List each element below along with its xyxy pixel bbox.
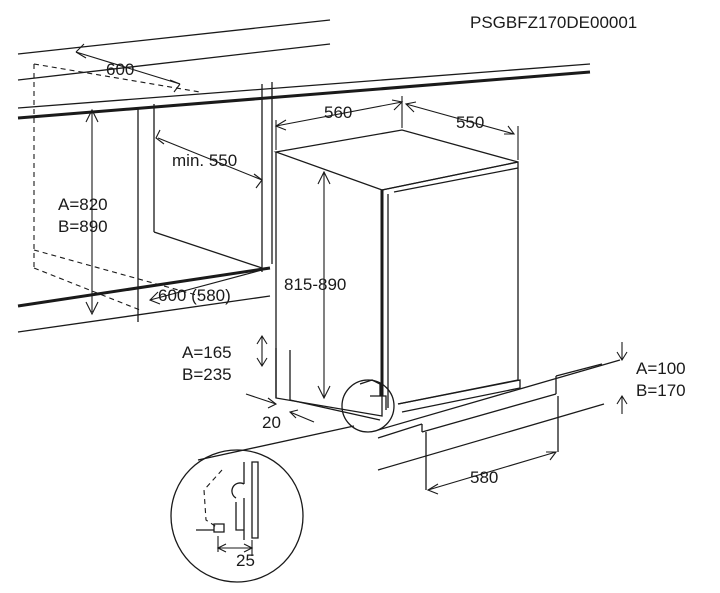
appliance-body bbox=[273, 129, 521, 421]
dim-appliance-width: 560 bbox=[274, 96, 404, 150]
label-560: 560 bbox=[324, 103, 352, 122]
floor-plinth-right bbox=[377, 359, 621, 490]
dim-niche-height: A=820 B=890 bbox=[58, 108, 108, 316]
dim-min-depth: min. 550 bbox=[155, 129, 263, 189]
dim-plinth-depth: 580 bbox=[426, 451, 558, 495]
label-25: 25 bbox=[236, 551, 255, 570]
dim-appliance-depth: 550 bbox=[404, 101, 519, 160]
label-height-b: B=890 bbox=[58, 217, 108, 236]
label-min-550: min. 550 bbox=[172, 151, 237, 170]
label-550: 550 bbox=[456, 113, 484, 132]
worktop bbox=[17, 19, 591, 120]
detail-marker-circle bbox=[197, 379, 395, 461]
dim-plinth-left: A=165 B=235 bbox=[182, 334, 268, 384]
label-600-top: 600 bbox=[106, 60, 134, 79]
label-plinth-right-a: A=100 bbox=[636, 359, 686, 378]
label-plinth-right-b: B=170 bbox=[636, 381, 686, 400]
label-580: 580 bbox=[470, 468, 498, 487]
label-plinth-left-a: A=165 bbox=[182, 343, 232, 362]
niche-cabinet bbox=[17, 63, 273, 333]
label-plinth-left-b: B=235 bbox=[182, 365, 232, 384]
dim-plinth-right: A=100 B=170 bbox=[616, 342, 686, 414]
label-height-a: A=820 bbox=[58, 195, 108, 214]
dim-offset-20: 20 bbox=[245, 393, 315, 432]
label-20: 20 bbox=[262, 413, 281, 432]
drawing-code: PSGBFZ170DE00001 bbox=[470, 13, 637, 32]
label-815-890: 815-890 bbox=[284, 275, 346, 294]
label-600-580: 600 (580) bbox=[158, 286, 231, 305]
detail-circle-large: 25 bbox=[170, 449, 304, 583]
dim-niche-depth-bottom: 600 (580) bbox=[149, 269, 263, 305]
dim-niche-depth-top: 600 bbox=[75, 43, 181, 93]
dim-appliance-height: 815-890 bbox=[284, 170, 346, 400]
